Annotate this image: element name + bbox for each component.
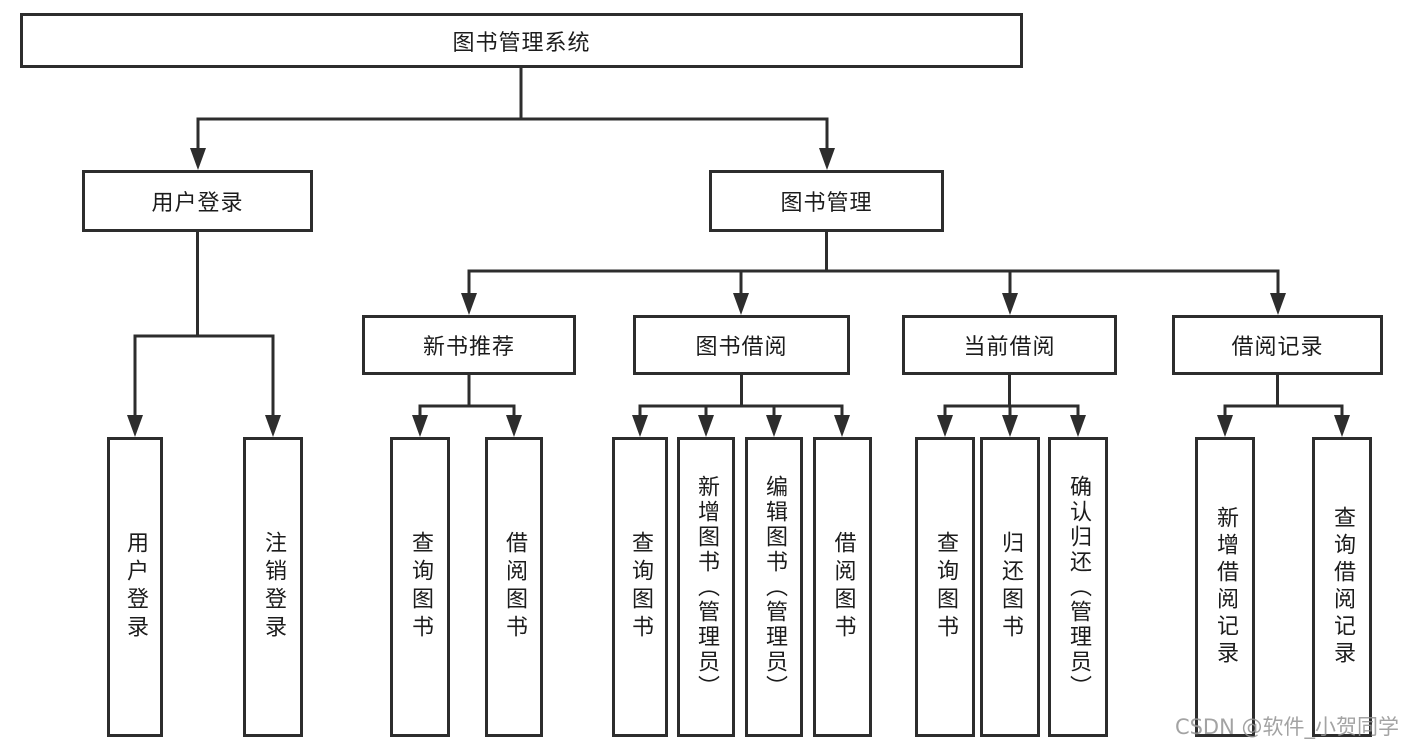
node-label: 编辑图书（管理员） xyxy=(762,474,787,700)
node-book-management: 图书管理 xyxy=(709,170,944,232)
node-label: 图书管理系统 xyxy=(452,30,591,56)
leaf-add-book-admin: 新增图书（管理员） xyxy=(677,437,735,737)
node-label: 查询图书 xyxy=(933,531,958,643)
node-label: 确认归还（管理员） xyxy=(1066,474,1091,700)
leaf-edit-book-admin: 编辑图书（管理员） xyxy=(745,437,803,737)
leaf-return-books: 归还图书 xyxy=(980,437,1040,737)
node-label: 查询借阅记录 xyxy=(1330,506,1355,668)
node-label: 借阅图书 xyxy=(502,531,527,643)
node-library-management-system: 图书管理系统 xyxy=(20,13,1023,68)
node-label: 新增借阅记录 xyxy=(1213,506,1238,668)
leaf-logout: 注销登录 xyxy=(243,437,303,737)
node-current-borrowing: 当前借阅 xyxy=(902,315,1117,375)
leaf-query-books-current: 查询图书 xyxy=(915,437,975,737)
leaf-confirm-return-admin: 确认归还（管理员） xyxy=(1048,437,1108,737)
node-label: 新增图书（管理员） xyxy=(694,474,719,700)
leaf-borrow-books: 借阅图书 xyxy=(813,437,872,737)
node-label: 查询图书 xyxy=(408,531,433,643)
node-label: 归还图书 xyxy=(998,531,1023,643)
watermark: CSDN @软件_小贺同学 xyxy=(1174,715,1399,739)
leaf-query-borrow-record: 查询借阅记录 xyxy=(1312,437,1372,737)
leaf-query-books-borrow: 查询图书 xyxy=(612,437,668,737)
node-label: 用户登录 xyxy=(123,531,148,643)
leaf-add-borrow-record: 新增借阅记录 xyxy=(1195,437,1255,737)
node-label: 注销登录 xyxy=(261,531,286,643)
node-label: 用户登录 xyxy=(151,191,244,216)
node-borrowing-records: 借阅记录 xyxy=(1172,315,1383,375)
node-label: 当前借阅 xyxy=(963,335,1056,360)
node-label: 借阅记录 xyxy=(1231,335,1324,360)
leaf-borrow-books-recommend: 借阅图书 xyxy=(485,437,543,737)
leaf-query-books-recommend: 查询图书 xyxy=(390,437,450,737)
leaf-user-login: 用户登录 xyxy=(107,437,163,737)
node-book-borrowing: 图书借阅 xyxy=(633,315,850,375)
node-label: 借阅图书 xyxy=(830,531,856,643)
node-label: 图书管理 xyxy=(780,191,873,216)
node-label: 查询图书 xyxy=(628,531,653,643)
node-new-book-recommendation: 新书推荐 xyxy=(362,315,576,375)
node-user-login: 用户登录 xyxy=(82,170,313,232)
node-label: 图书借阅 xyxy=(695,335,788,360)
node-label: 新书推荐 xyxy=(422,335,515,360)
